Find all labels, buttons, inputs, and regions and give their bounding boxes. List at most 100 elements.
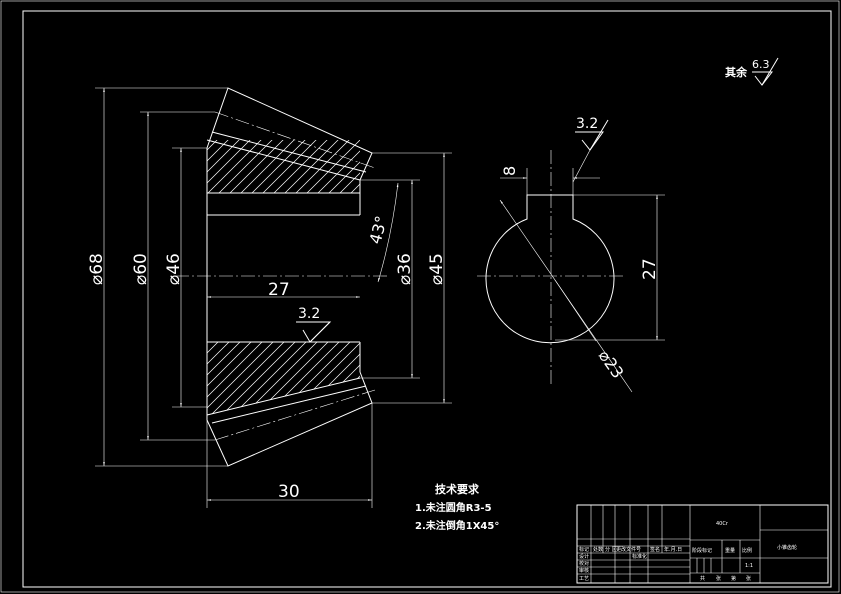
tb-row-check: 校对 <box>579 560 589 567</box>
tb-weight: 重量 <box>725 547 735 554</box>
tech-item-2: 2.未注倒角1X45° <box>415 519 499 532</box>
tb-bottom-3: 张 <box>746 575 751 582</box>
tb-ratio: 比例 <box>742 547 752 554</box>
tb-col-2: 分 区 <box>605 546 617 553</box>
tb-stage: 阶段标记 <box>692 547 712 554</box>
hatch-line <box>207 342 212 415</box>
roughness-bore-value: 3.2 <box>298 306 320 322</box>
hatch-line <box>238 342 322 415</box>
tb-material: 40Cr <box>716 521 729 527</box>
hatch-line <box>227 342 311 415</box>
gear-outline-top <box>206 87 373 181</box>
hatch-line <box>271 342 355 415</box>
hatch-line <box>304 342 360 415</box>
dim-d36: ⌀36 <box>395 253 415 285</box>
hatch-line <box>323 140 360 193</box>
hatch-line <box>137 135 200 198</box>
addendum-top <box>211 131 367 173</box>
roughness-other-label: 其余 <box>725 65 748 79</box>
tech-title: 技术要求 <box>435 482 480 496</box>
dim-angle: 43° <box>366 214 392 246</box>
hatch-line <box>213 140 278 193</box>
hatch-line <box>290 140 355 193</box>
hatch-line <box>337 342 360 415</box>
tb-scale: 1:1 <box>745 563 753 569</box>
tb-row-process: 工艺 <box>579 576 589 582</box>
tb-part-name: 小锥齿轮 <box>777 544 797 551</box>
bore-circle-with-keyway <box>485 194 615 344</box>
dim-d46: ⌀46 <box>164 253 184 285</box>
roughness-bore: 3.2 <box>296 306 332 343</box>
hatch-line <box>207 342 234 415</box>
hatch-line <box>207 140 256 193</box>
dimensions-right: ⌀36 ⌀45 43° <box>360 152 452 404</box>
dim-len30: 30 <box>278 482 300 502</box>
hatch-line <box>249 342 333 415</box>
hatch-line <box>207 140 267 193</box>
hatch-line <box>368 135 431 198</box>
dim-key-height: 27 <box>640 258 660 280</box>
title-block: 40Cr 小锥齿轮 1:1 标记 处数 分 区 更改文件号 签名 年.月.日 设… <box>576 504 829 584</box>
tb-row-review: 审核 <box>579 567 589 574</box>
hatch-line <box>207 342 289 415</box>
hatch-bottom <box>118 338 360 420</box>
hatch-line <box>207 342 245 415</box>
hatch-line <box>257 140 322 193</box>
hatch-line <box>282 342 360 415</box>
dim-key-width: 8 <box>500 166 519 176</box>
addendum-bottom <box>211 385 367 424</box>
hatch-line <box>207 140 212 193</box>
hatch-line <box>301 140 360 193</box>
roughness-keyway-value: 3.2 <box>576 116 598 132</box>
tb-col-0: 标记 <box>579 546 589 553</box>
tb-bottom-2: 第 <box>731 575 736 582</box>
dimensions-horizontal: 27 30 <box>206 280 373 508</box>
hatch-line <box>216 342 300 415</box>
hatch-line <box>207 342 256 415</box>
dim-len27: 27 <box>268 280 290 300</box>
roughness-other: 其余 6.3 <box>725 57 779 86</box>
hatch-line <box>279 140 344 193</box>
hatch-line <box>326 342 360 415</box>
hatch-line <box>207 140 245 193</box>
hatch-line <box>345 140 360 193</box>
dimensions-left: ⌀68 ⌀60 ⌀46 <box>87 87 228 467</box>
tb-col-1: 处数 <box>593 546 603 553</box>
tb-col-5: 年.月.日 <box>664 546 682 553</box>
roughness-other-value: 6.3 <box>752 58 770 71</box>
hatch-line <box>207 342 278 415</box>
hatch-line <box>246 140 311 193</box>
hatch-line <box>207 342 223 415</box>
tech-item-1: 1.未注圆角R3-5 <box>415 501 492 514</box>
hatch-line <box>207 140 223 193</box>
hatch-line <box>207 342 267 415</box>
hatch-line <box>260 342 344 415</box>
hatch-line <box>334 140 360 193</box>
gear-outline-bottom <box>206 371 373 467</box>
dim-d60: ⌀60 <box>131 253 151 285</box>
dim-d45: ⌀45 <box>427 253 447 285</box>
hatch-line <box>118 338 200 420</box>
hatch-line <box>268 140 333 193</box>
hatch-line <box>207 140 234 193</box>
pitch-line-top <box>214 111 376 169</box>
hatch-line <box>312 140 360 193</box>
tb-col-3: 更改文件号 <box>616 546 641 553</box>
technical-requirements: 技术要求 1.未注圆角R3-5 2.未注倒角1X45° <box>415 482 499 532</box>
inner-border <box>22 10 832 588</box>
dim-d68: ⌀68 <box>87 253 107 285</box>
tb-bottom-1: 张 <box>716 575 721 582</box>
pitch-line-bottom <box>214 389 376 441</box>
tb-row-design: 设计 <box>579 553 589 560</box>
hatch-line <box>293 342 360 415</box>
hatch-line <box>224 140 289 193</box>
keyway-view: 8 27 ⌀23 3.2 <box>477 116 665 393</box>
tb-bottom-0: 共 <box>700 575 705 582</box>
tb-standard: 标准化 <box>632 553 647 560</box>
hatch-line <box>235 140 300 193</box>
tb-col-4: 签名 <box>650 546 660 553</box>
dim-bore: ⌀23 <box>595 346 628 381</box>
tooth-root-bottom <box>206 377 361 416</box>
